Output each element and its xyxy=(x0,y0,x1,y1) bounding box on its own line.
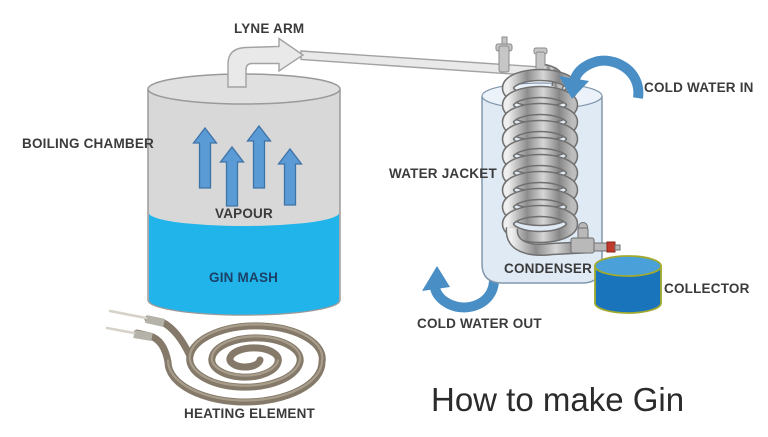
condenser-label: CONDENSER xyxy=(504,261,593,276)
cold-water-in-label: COLD WATER IN xyxy=(644,80,754,95)
cold-water-in-arrow xyxy=(559,55,644,99)
coil-outlet-valve xyxy=(570,222,621,254)
vapour-arrow xyxy=(246,124,272,189)
heating-element-coil xyxy=(105,309,326,406)
condenser-coil xyxy=(501,63,593,256)
heating-element-label: HEATING ELEMENT xyxy=(184,406,315,421)
lyne-arm-label: LYNE ARM xyxy=(234,21,305,36)
collector-shape xyxy=(594,255,662,314)
water-jacket-label: WATER JACKET xyxy=(389,166,497,181)
vapour-label: VAPOUR xyxy=(215,206,273,221)
heating-element-terminal xyxy=(133,330,153,341)
cold-water-out-arrow xyxy=(422,266,499,313)
boiling-chamber-label: BOILING CHAMBER xyxy=(22,136,154,151)
lyne-arm-pipe xyxy=(227,37,305,88)
gin-mash-label: GIN MASH xyxy=(209,270,279,285)
vapour-arrow xyxy=(277,147,303,206)
page-title: How to make Gin xyxy=(431,381,685,418)
boiling-chamber-shape xyxy=(147,73,341,316)
connecting-pipe xyxy=(300,36,557,78)
heating-element-terminal xyxy=(145,315,165,327)
vapour-arrow xyxy=(192,126,218,189)
gin-mash-liquid xyxy=(149,213,339,315)
vapour-arrow xyxy=(219,145,245,207)
spout-tip xyxy=(606,241,616,253)
collector-label: COLLECTOR xyxy=(664,281,750,296)
cold-water-out-label: COLD WATER OUT xyxy=(417,316,542,331)
